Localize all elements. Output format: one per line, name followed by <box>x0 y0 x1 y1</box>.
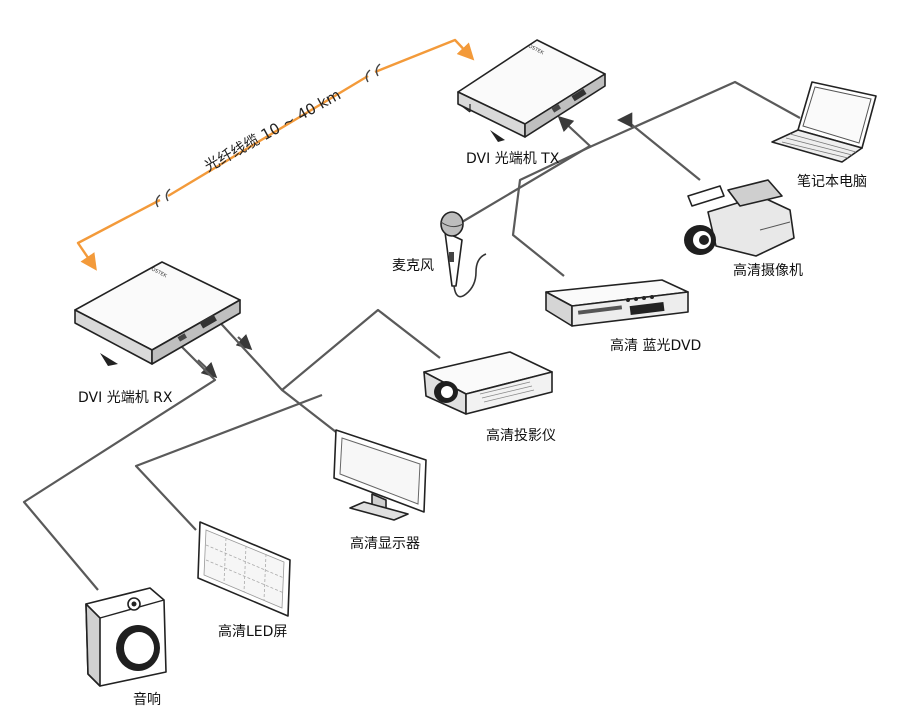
bluray-label: 高清 蓝光DVD <box>610 337 701 354</box>
microphone-label: 麦克风 <box>392 258 434 274</box>
cable-camcorder <box>616 112 701 181</box>
microphone-icon <box>440 211 487 298</box>
dvi-rx-device: OSTEK <box>74 261 241 366</box>
cable-speaker <box>197 359 218 379</box>
cables <box>22 80 801 591</box>
camcorder-icon <box>684 179 795 257</box>
rx-label: DVI 光端机 RX <box>78 390 173 406</box>
monitor-icon <box>333 429 427 521</box>
speaker-label: 音响 <box>133 691 161 708</box>
laptop-label: 笔记本电脑 <box>797 174 867 190</box>
led-screen-label: 高清LED屏 <box>218 623 287 640</box>
cable-microphone <box>461 115 592 223</box>
dvi-tx-device: OSTEK <box>457 39 606 142</box>
monitor-label: 高清显示器 <box>350 535 420 552</box>
fiber-label: 光纤线缆 10 ~ 40 km <box>201 86 344 176</box>
fiber-break-mark-top <box>365 63 381 83</box>
cable-led <box>134 393 323 531</box>
cable-projector <box>235 333 253 351</box>
projector-icon <box>423 351 553 415</box>
bluray-player-icon <box>545 279 689 327</box>
camcorder-label: 高清摄像机 <box>733 262 803 279</box>
led-screen-icon <box>197 521 291 617</box>
fiber-link: 光纤线缆 10 ~ 40 km <box>76 38 475 271</box>
tx-label: DVI 光端机 TX <box>466 151 560 167</box>
laptop-icon <box>771 81 877 163</box>
speaker-icon <box>85 587 167 687</box>
cable-laptop <box>511 80 801 277</box>
fiber-break-mark-bottom <box>155 188 171 208</box>
projector-label: 高清投影仪 <box>486 427 556 444</box>
